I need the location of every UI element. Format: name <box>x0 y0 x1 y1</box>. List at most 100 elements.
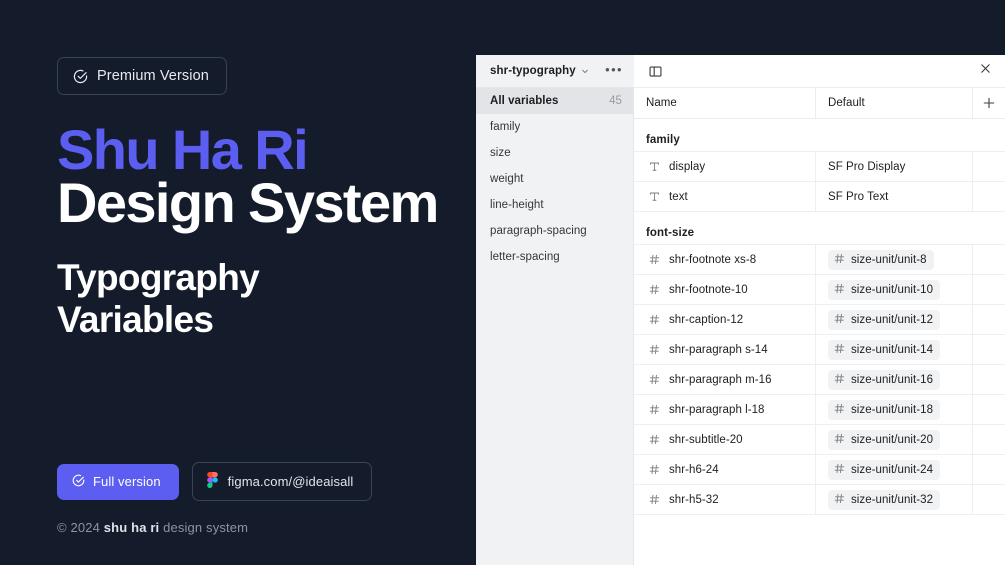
number-hash-icon <box>834 283 845 297</box>
variable-name-cell[interactable]: display <box>634 152 816 181</box>
variable-alias-chip[interactable]: size-unit/unit-32 <box>828 489 941 510</box>
variable-value-cell[interactable]: size-unit/unit-12 <box>816 305 973 334</box>
variable-value-cell[interactable]: SF Pro Display <box>816 152 973 181</box>
variable-value-cell[interactable]: size-unit/unit-14 <box>816 335 973 364</box>
table-row[interactable]: shr-h6-24 size-unit/unit-24 <box>634 454 1005 485</box>
variable-name-label: shr-footnote-10 <box>669 283 748 296</box>
variable-group-header: family <box>634 119 1005 152</box>
chevron-down-icon[interactable] <box>581 62 589 80</box>
variable-value-label: SF Pro Text <box>828 190 889 203</box>
plus-icon[interactable] <box>982 96 996 110</box>
sidebar-item-label: size <box>490 147 511 159</box>
variable-name-label: shr-footnote xs-8 <box>669 253 757 266</box>
number-hash-icon <box>834 403 845 417</box>
title-line-2: Design System <box>57 171 439 235</box>
panel-header: shr-typography ••• <box>476 55 1005 88</box>
figma-link-button[interactable]: figma.com/@ideaisall <box>191 462 373 501</box>
variable-extra-cell <box>973 335 1005 364</box>
table-row[interactable]: text SF Pro Text <box>634 181 1005 212</box>
table-row[interactable]: shr-paragraph s-14 size-unit/unit-14 <box>634 334 1005 365</box>
sidebar-item-family[interactable]: family <box>476 114 633 140</box>
full-version-button[interactable]: Full version <box>57 463 179 500</box>
table-row[interactable]: shr-h5-32 size-unit/unit-32 <box>634 484 1005 515</box>
variable-name-cell[interactable]: shr-paragraph m-16 <box>634 365 816 394</box>
variable-name-cell[interactable]: text <box>634 182 816 211</box>
variable-alias-label: size-unit/unit-8 <box>851 253 927 266</box>
sidebar-item-label: paragraph-spacing <box>490 225 587 237</box>
variable-alias-chip[interactable]: size-unit/unit-14 <box>828 339 941 360</box>
variable-value-cell[interactable]: size-unit/unit-16 <box>816 365 973 394</box>
table-row[interactable]: shr-caption-12 size-unit/unit-12 <box>634 304 1005 335</box>
copyright-brand: shu ha ri <box>103 520 160 535</box>
variable-alias-chip[interactable]: size-unit/unit-12 <box>828 309 941 330</box>
number-hash-icon <box>834 433 845 447</box>
copyright-suffix: design system <box>159 520 249 535</box>
check-circle-icon <box>72 474 85 490</box>
variable-group-label: family <box>646 134 680 146</box>
variable-name-cell[interactable]: shr-caption-12 <box>634 305 816 334</box>
sidebar-item-size[interactable]: size <box>476 140 633 166</box>
collection-header[interactable]: shr-typography ••• <box>476 55 634 88</box>
variable-alias-chip[interactable]: size-unit/unit-8 <box>828 249 934 270</box>
variable-extra-cell <box>973 182 1005 211</box>
figma-link-label: figma.com/@ideaisall <box>227 474 354 489</box>
variable-name-cell[interactable]: shr-subtitle-20 <box>634 425 816 454</box>
variable-value-cell[interactable]: size-unit/unit-10 <box>816 275 973 304</box>
variable-alias-label: size-unit/unit-20 <box>851 433 934 446</box>
sidebar-item-paragraph-spacing[interactable]: paragraph-spacing <box>476 218 633 244</box>
variable-value-cell[interactable]: SF Pro Text <box>816 182 973 211</box>
variable-value-cell[interactable]: size-unit/unit-20 <box>816 425 973 454</box>
table-row[interactable]: shr-paragraph m-16 size-unit/unit-16 <box>634 364 1005 395</box>
title-line-1: Shu Ha Ri <box>57 118 309 181</box>
variable-alias-chip[interactable]: size-unit/unit-10 <box>828 279 941 300</box>
text-type-icon <box>646 191 662 202</box>
check-circle-icon <box>73 69 88 84</box>
variable-extra-cell <box>973 365 1005 394</box>
variable-value-cell[interactable]: size-unit/unit-32 <box>816 485 973 514</box>
variable-extra-cell <box>973 485 1005 514</box>
sidebar-item-weight[interactable]: weight <box>476 166 633 192</box>
panel-toggle-icon[interactable] <box>648 64 663 79</box>
more-horizontal-icon[interactable]: ••• <box>605 61 623 77</box>
variable-extra-cell <box>973 395 1005 424</box>
variable-name-cell[interactable]: shr-h5-32 <box>634 485 816 514</box>
variable-alias-chip[interactable]: size-unit/unit-16 <box>828 369 941 390</box>
variable-extra-cell <box>973 455 1005 484</box>
number-hash-icon <box>646 434 662 445</box>
variable-name-cell[interactable]: shr-footnote xs-8 <box>634 245 816 274</box>
variable-value-cell[interactable]: size-unit/unit-18 <box>816 395 973 424</box>
number-hash-icon <box>646 344 662 355</box>
variable-name-cell[interactable]: shr-paragraph l-18 <box>634 395 816 424</box>
variable-alias-chip[interactable]: size-unit/unit-20 <box>828 429 941 450</box>
subtitle-line-2: Variables <box>57 298 214 340</box>
number-hash-icon <box>834 463 845 477</box>
table-row[interactable]: shr-footnote-10 size-unit/unit-10 <box>634 274 1005 305</box>
variable-name-cell[interactable]: shr-h6-24 <box>634 455 816 484</box>
variable-value-cell[interactable]: size-unit/unit-8 <box>816 245 973 274</box>
variable-name-cell[interactable]: shr-footnote-10 <box>634 275 816 304</box>
sidebar-item-line-height[interactable]: line-height <box>476 192 633 218</box>
table-row[interactable]: shr-subtitle-20 size-unit/unit-20 <box>634 424 1005 455</box>
hero-section: Premium Version Shu Ha Ri Design System … <box>0 0 476 565</box>
variable-extra-cell <box>973 305 1005 334</box>
variable-extra-cell <box>973 275 1005 304</box>
table-row[interactable]: shr-paragraph l-18 size-unit/unit-18 <box>634 394 1005 425</box>
variable-group-header: font-size <box>634 212 1005 245</box>
number-hash-icon <box>834 373 845 387</box>
close-icon[interactable] <box>979 62 992 80</box>
variable-name-label: shr-h5-32 <box>669 493 719 506</box>
sidebar-item-letter-spacing[interactable]: letter-spacing <box>476 244 633 270</box>
variable-alias-chip[interactable]: size-unit/unit-18 <box>828 399 941 420</box>
variable-alias-chip[interactable]: size-unit/unit-24 <box>828 459 941 480</box>
variable-name-label: shr-paragraph m-16 <box>669 373 772 386</box>
copyright-prefix: © 2024 <box>57 520 104 535</box>
variable-name-cell[interactable]: shr-paragraph s-14 <box>634 335 816 364</box>
table-row[interactable]: shr-footnote xs-8 size-unit/unit-8 <box>634 244 1005 275</box>
variable-value-cell[interactable]: size-unit/unit-24 <box>816 455 973 484</box>
variable-name-label: shr-paragraph l-18 <box>669 403 765 416</box>
